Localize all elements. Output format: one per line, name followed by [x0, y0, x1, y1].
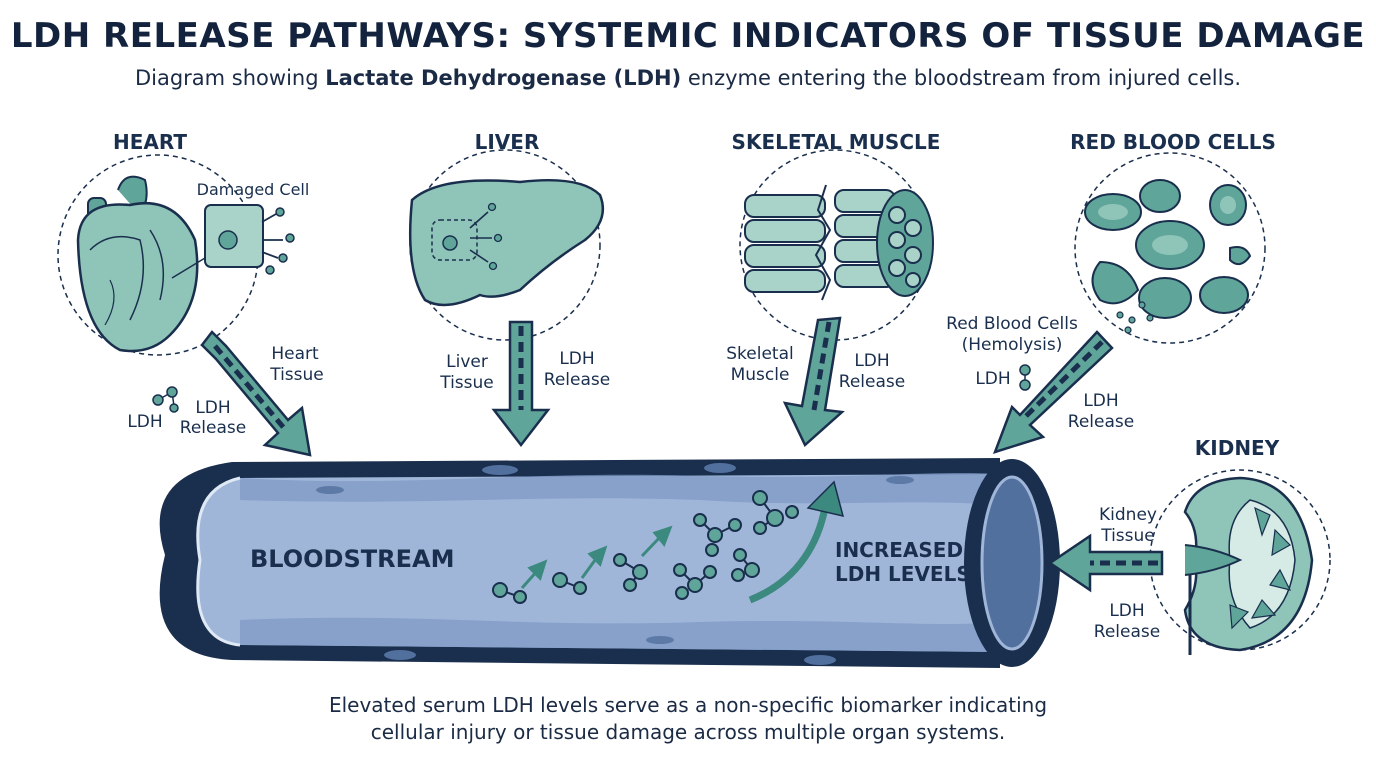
page-title: LDH RELEASE PATHWAYS: SYSTEMIC INDICATOR…: [10, 16, 1366, 56]
rbc-title: RED BLOOD CELLS: [1070, 130, 1276, 154]
muscle-illustration: [744, 189, 934, 297]
heart-ldh-label: LDH: [127, 412, 162, 432]
rbc-release-line1: LDH: [1083, 391, 1118, 411]
rbc-illustration: [1084, 179, 1252, 319]
liver-tissue-line2: Tissue: [439, 373, 494, 393]
rbc-ldh-label: LDH: [975, 369, 1010, 389]
liver-release-line1: LDH: [559, 349, 594, 369]
muscle-tissue-line2: Muscle: [731, 365, 790, 385]
liver-panel: LIVER Liver Tissue LDH Release: [408, 130, 610, 448]
kidney-release-line1: LDH: [1109, 601, 1144, 621]
heart-illustration: [76, 175, 199, 353]
ldh-molecules: [492, 490, 799, 604]
footer-note: Elevated serum LDH levels serve as a non…: [238, 692, 1138, 746]
heart-title: HEART: [113, 130, 187, 154]
subtitle-pre: Diagram showing: [134, 66, 326, 90]
bloodstream-label: BLOODSTREAM: [250, 545, 454, 573]
heart-panel: HEART Damaged Cell Heart Tissue LDH LDH: [57, 130, 324, 457]
kidney-tissue-line1: Kidney: [1099, 505, 1157, 525]
heart-release-line1: LDH: [195, 398, 230, 418]
footer-line1: Elevated serum LDH levels serve as a non…: [328, 693, 1048, 717]
muscle-title: SKELETAL MUSCLE: [732, 130, 941, 154]
heart-release-line2: Release: [180, 418, 246, 438]
rbc-panel: RED BLOOD CELLS Red Blood Cells (Hemolys…: [946, 130, 1276, 454]
increase-trend-arrow: [748, 501, 830, 604]
footer-line2: cellular injury or tissue damage across …: [370, 720, 1006, 744]
bloodstream-vessel: BLOODSTREAM INCREASED LDH LEVELS: [159, 458, 1060, 668]
kidney-release-line2: Release: [1094, 622, 1160, 642]
rbc-release-line2: Release: [1068, 412, 1134, 432]
muscle-release-line1: LDH: [854, 351, 889, 371]
increased-ldh-line1: INCREASED: [835, 538, 963, 562]
subtitle-bold: Lactate Dehydrogenase (LDH): [325, 66, 682, 90]
liver-release-line2: Release: [544, 370, 610, 390]
rbc-ldh-arrow: [992, 330, 1114, 454]
liver-tissue-line1: Liver: [446, 352, 488, 372]
liver-ldh-arrow: [491, 320, 551, 448]
muscle-release-line2: Release: [839, 372, 905, 392]
rbc-tissue-line2: (Hemolysis): [962, 335, 1063, 355]
kidney-tissue-line2: Tissue: [1100, 526, 1155, 546]
heart-damaged-cell-label: Damaged Cell: [197, 180, 310, 199]
muscle-tissue-line1: Skeletal: [726, 344, 793, 364]
heart-tissue-line2: Tissue: [269, 365, 324, 385]
kidney-title: KIDNEY: [1195, 436, 1280, 460]
heart-ldh-arrow: [200, 330, 312, 457]
page-subtitle: Diagram showing Lactate Dehydrogenase (L…: [0, 66, 1376, 90]
kidney-ldh-arrow: [1047, 533, 1164, 593]
heart-tissue-line1: Heart: [271, 344, 319, 364]
kidney-illustration: [1183, 476, 1314, 655]
rbc-tissue-line1: Red Blood Cells: [946, 314, 1078, 334]
muscle-panel: SKELETAL MUSCLE Skeletal Muscle LDH Rele…: [726, 130, 941, 448]
liver-title: LIVER: [475, 130, 540, 154]
liver-illustration: [408, 178, 605, 307]
kidney-panel: KIDNEY Kidney Tissue LDH Release: [1047, 436, 1331, 655]
muscle-ldh-arrow: [782, 316, 845, 448]
increased-ldh-line2: LDH LEVELS: [835, 562, 971, 586]
subtitle-post: enzyme entering the bloodstream from inj…: [681, 66, 1242, 90]
molecule-motion-arrows: [520, 525, 673, 589]
